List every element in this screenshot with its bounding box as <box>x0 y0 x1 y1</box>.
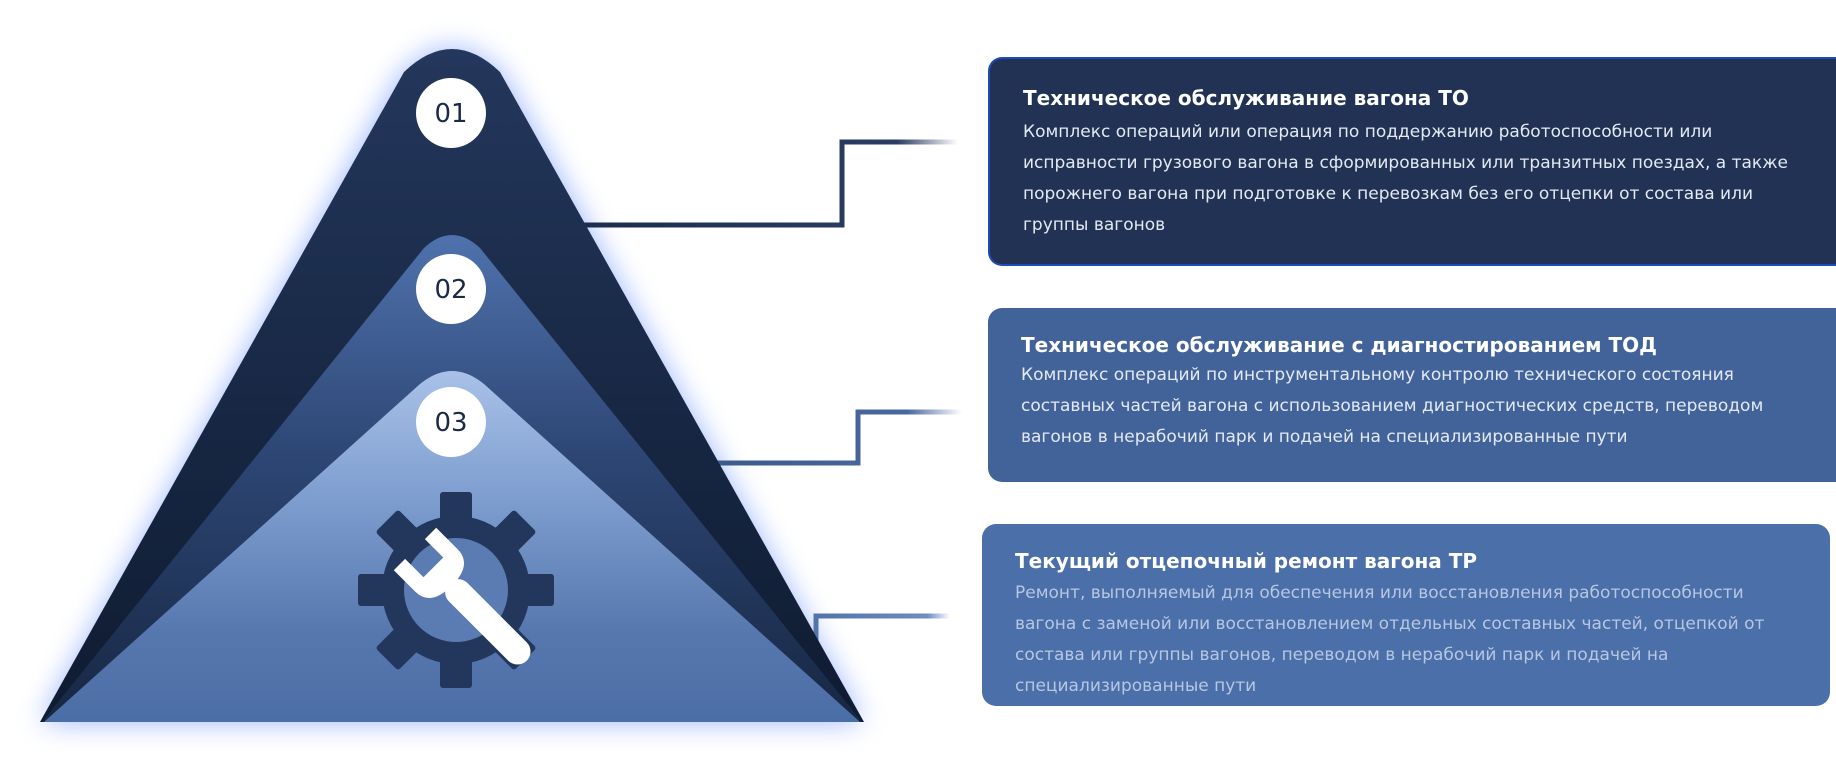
card-description: Ремонт, выполняемый для обеспечения или … <box>1015 583 1765 696</box>
gear-wrench-icon <box>358 492 554 688</box>
connector-2 <box>596 409 962 466</box>
level-badge-2: 02 <box>416 254 486 324</box>
connector-1 <box>552 139 958 228</box>
card-repair-tr: Текущий отцепочный ремонт вагона ТР Ремо… <box>982 524 1830 706</box>
card-maintenance-to: Техническое обслуживание вагона ТО Компл… <box>988 57 1836 266</box>
level-number-2: 02 <box>434 275 467 305</box>
card-description: Комплекс операций по инструментальному к… <box>1021 365 1764 447</box>
card-description: Комплекс операций или операция по поддер… <box>1023 122 1788 235</box>
card-maintenance-diagnostics-tod: Техническое обслуживание с диагностирова… <box>988 308 1836 482</box>
card-title: Текущий отцепочный ремонт вагона ТР <box>1015 549 1478 573</box>
level-number-1: 01 <box>434 99 467 129</box>
level-badge-1: 01 <box>416 78 486 148</box>
level-badge-3: 03 <box>416 387 486 457</box>
card-title: Техническое обслуживание вагона ТО <box>1023 86 1469 110</box>
card-title: Техническое обслуживание с диагностирова… <box>1021 333 1657 357</box>
level-number-3: 03 <box>434 408 467 438</box>
